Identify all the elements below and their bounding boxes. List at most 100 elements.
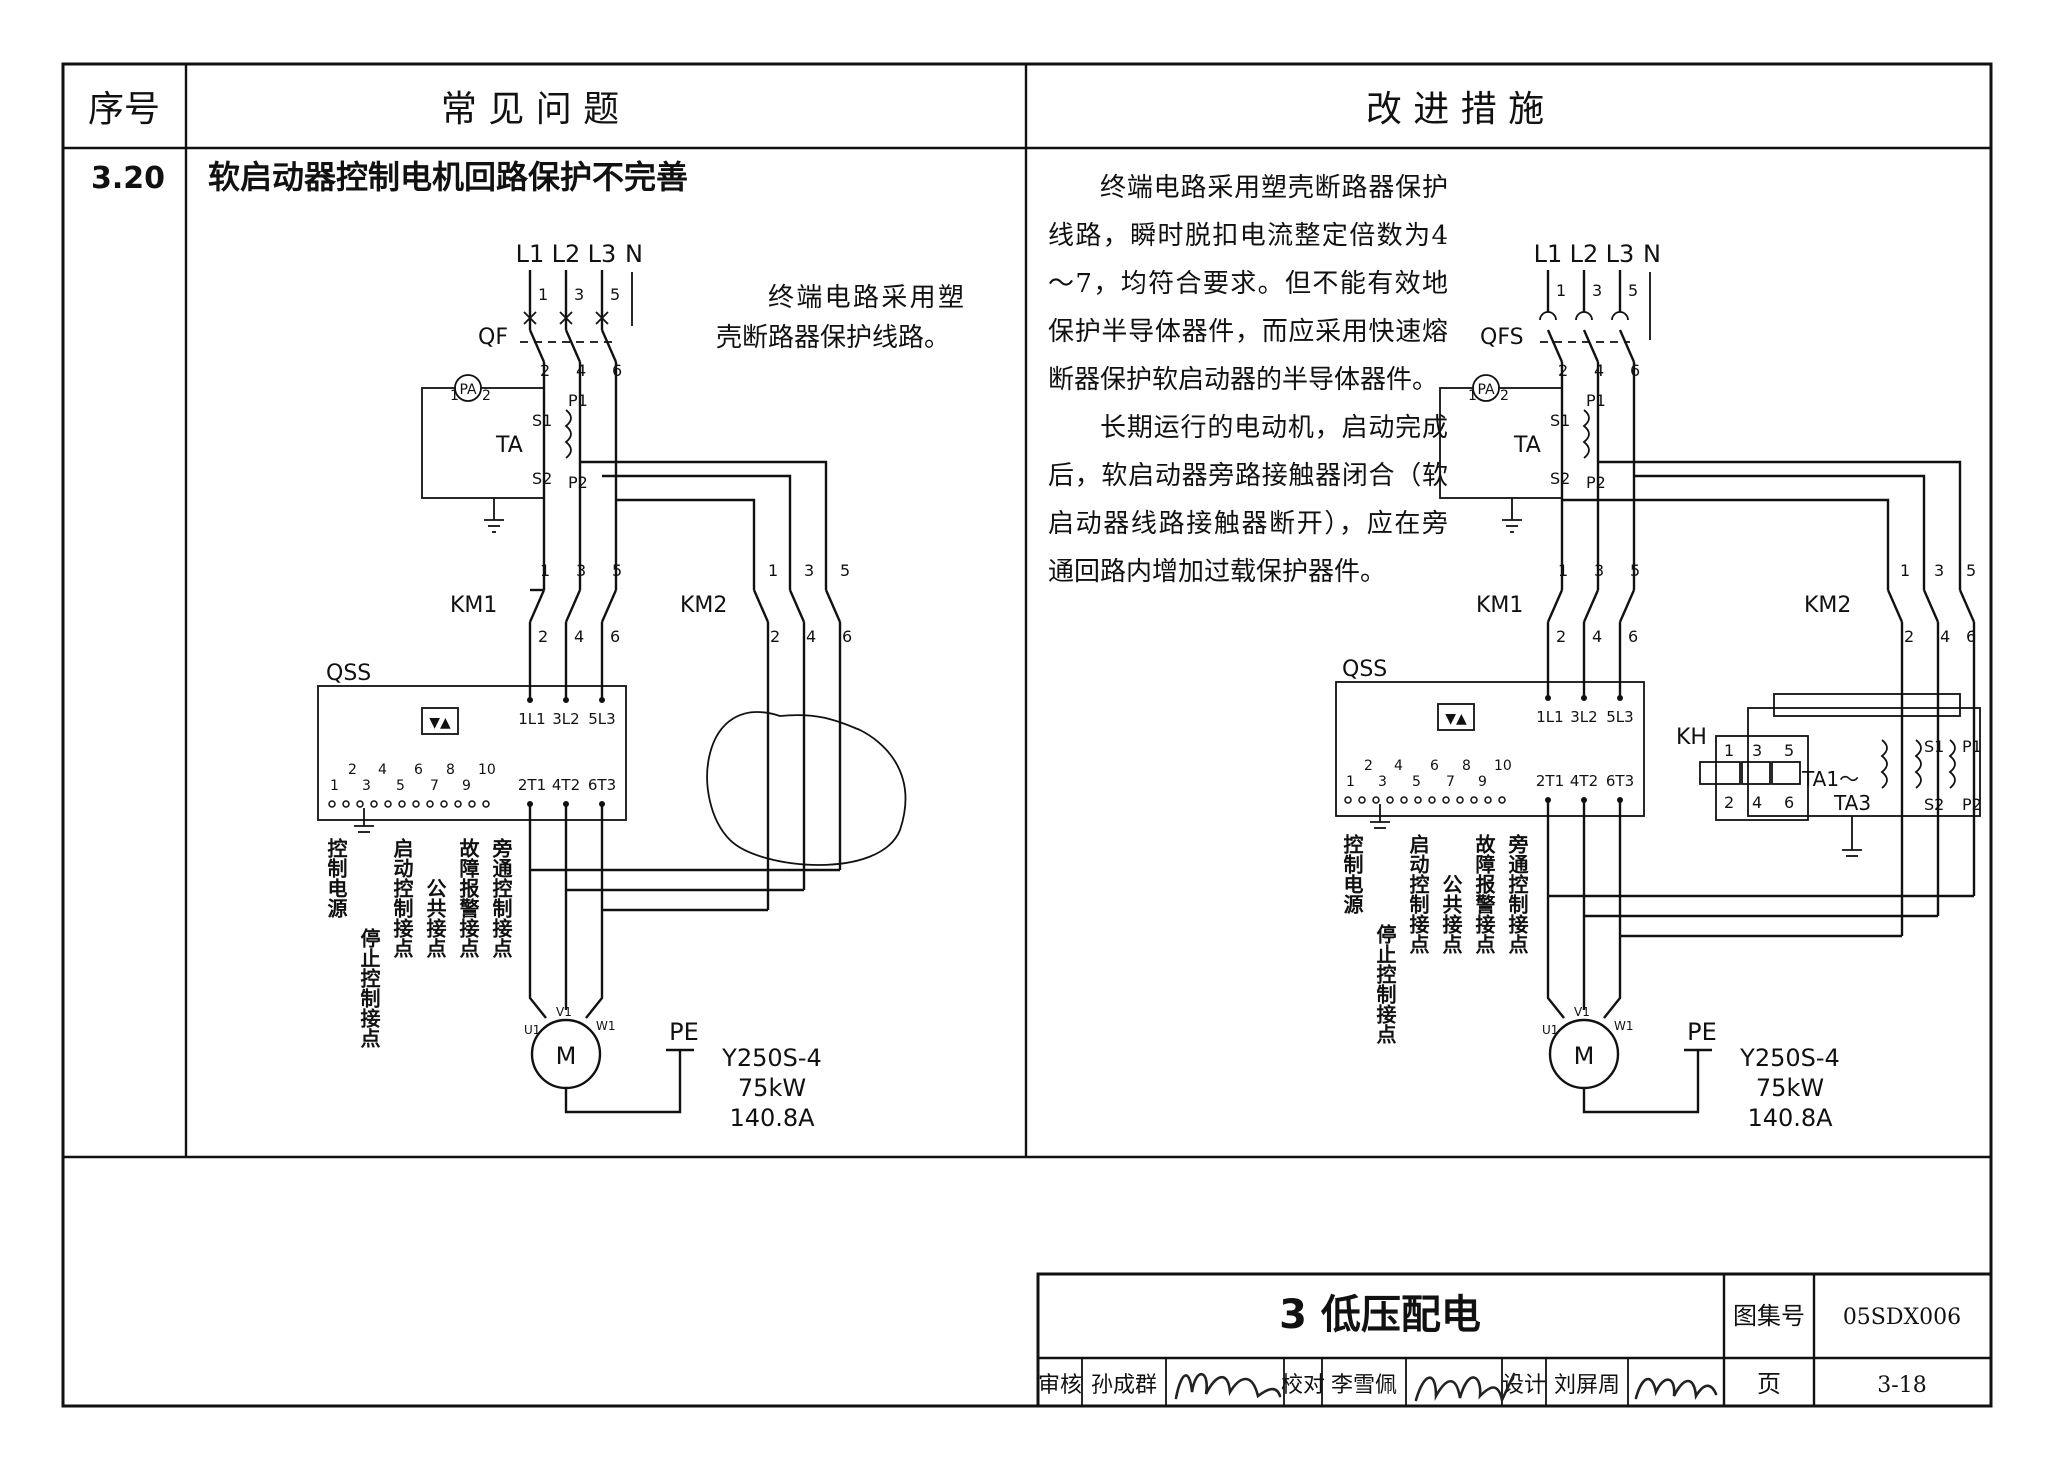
row-title: 软启动器控制电机回路保护不完善 — [208, 158, 688, 196]
header-improvement: 改 进 措 施 — [1366, 89, 1544, 130]
svg-text:9: 9 — [1478, 774, 1487, 790]
phase-l2: L2 — [552, 240, 581, 268]
svg-text:5: 5 — [1628, 281, 1638, 300]
header-problem: 常 见 问 题 — [441, 89, 619, 130]
svg-text:3L2: 3L2 — [1570, 708, 1597, 726]
ammeter-pa: PA — [459, 382, 477, 398]
ct-group-label: TA1～ — [1801, 767, 1859, 791]
svg-text:3: 3 — [1378, 774, 1387, 790]
svg-text:Y250S-4: Y250S-4 — [1739, 1044, 1840, 1072]
phase-l1: L1 — [516, 240, 545, 268]
svg-text:5: 5 — [1966, 561, 1976, 580]
contactor-km1-poles — [528, 588, 618, 700]
svg-text:P2: P2 — [1962, 795, 1982, 814]
motor-power: 75kW — [738, 1074, 806, 1102]
svg-text:4: 4 — [576, 361, 586, 380]
svg-text:6: 6 — [842, 627, 852, 646]
svg-text:5L3: 5L3 — [1606, 708, 1633, 726]
svg-text:2: 2 — [348, 762, 357, 778]
svg-text:S1: S1 — [1550, 411, 1570, 430]
svg-text:5: 5 — [610, 285, 620, 304]
svg-text:3: 3 — [1934, 561, 1944, 580]
improvement-text: 终端电路采用塑壳断路器保护线路，瞬时脱扣电流整定倍数为4～7，均符合要求。但不能… — [1048, 164, 1448, 596]
svg-text:4: 4 — [1752, 793, 1762, 812]
motor-current: 140.8A — [729, 1104, 815, 1132]
svg-text:3: 3 — [574, 285, 584, 304]
svg-text:2: 2 — [482, 388, 491, 404]
svg-text:1: 1 — [1900, 561, 1910, 580]
svg-text:4: 4 — [1940, 627, 1950, 646]
svg-text:1: 1 — [540, 561, 550, 580]
svg-text:L1: L1 — [1534, 240, 1563, 268]
control-labels-right: 控制电源 停止控制接点 启动控制接点 公共接点 故障报警接点 旁通控制接点 — [1340, 834, 1529, 1044]
svg-text:P1: P1 — [568, 391, 588, 410]
svg-text:5: 5 — [1412, 774, 1421, 790]
svg-text:6T3: 6T3 — [588, 776, 616, 794]
review-name: 孙成群 — [1091, 1373, 1157, 1398]
svg-text:P1: P1 — [1586, 391, 1606, 410]
svg-text:2T1: 2T1 — [518, 776, 546, 794]
svg-text:N: N — [1643, 240, 1661, 268]
row-number: 3.20 — [91, 161, 165, 196]
svg-text:P2: P2 — [568, 473, 588, 492]
svg-text:6: 6 — [1430, 758, 1439, 774]
svg-text:3L2: 3L2 — [552, 710, 579, 728]
svg-text:S1: S1 — [1924, 737, 1944, 756]
svg-text:4: 4 — [574, 627, 584, 646]
contactor-km1-label: KM1 — [450, 593, 497, 618]
breaker-qf-poles — [520, 270, 618, 590]
review-label: 审核 — [1038, 1373, 1082, 1398]
svg-text:5: 5 — [840, 561, 850, 580]
motor-model: Y250S-4 — [721, 1044, 822, 1072]
svg-text:L3: L3 — [1606, 240, 1635, 268]
svg-text:6: 6 — [1628, 627, 1638, 646]
control-terminal-dots — [328, 800, 490, 808]
atlas-number: 05SDX006 — [1843, 1305, 1961, 1330]
svg-text:PA: PA — [1477, 382, 1495, 398]
svg-text:U1: U1 — [524, 1023, 540, 1037]
svg-text:V1: V1 — [1574, 1005, 1590, 1019]
pe-label: PE — [669, 1018, 699, 1046]
page-number: 3-18 — [1877, 1373, 1926, 1398]
svg-text:1: 1 — [538, 285, 548, 304]
svg-text:1: 1 — [450, 388, 459, 404]
svg-text:2: 2 — [1724, 793, 1734, 812]
svg-text:4: 4 — [1594, 361, 1604, 380]
svg-text:5: 5 — [1784, 741, 1794, 760]
svg-text:U1: U1 — [1542, 1023, 1558, 1037]
design-name: 刘屏周 — [1554, 1373, 1620, 1398]
svg-text:3: 3 — [804, 561, 814, 580]
thermal-relay-kh-label: KH — [1676, 725, 1707, 750]
svg-text:1L1: 1L1 — [518, 710, 545, 728]
svg-text:6T3: 6T3 — [1606, 772, 1634, 790]
svg-text:KM2: KM2 — [1804, 593, 1851, 618]
svg-text:3: 3 — [1594, 561, 1604, 580]
svg-text:4: 4 — [1394, 758, 1403, 774]
svg-text:4T2: 4T2 — [552, 776, 580, 794]
svg-text:140.8A: 140.8A — [1747, 1104, 1833, 1132]
svg-text:P2: P2 — [1586, 473, 1606, 492]
svg-text:4T2: 4T2 — [1570, 772, 1598, 790]
svg-text:2: 2 — [1500, 388, 1509, 404]
page-label: 页 — [1757, 1370, 1781, 1398]
improvement-paragraph-1: 终端电路采用塑壳断路器保护线路，瞬时脱扣电流整定倍数为4～7，均符合要求。但不能… — [1048, 173, 1448, 395]
svg-text:2: 2 — [1904, 627, 1914, 646]
svg-text:4: 4 — [378, 762, 387, 778]
signature-marks — [1174, 1372, 1718, 1405]
left-circuit-diagram: L1 L2 L3 N QF 1 3 5 2 4 6 PA — [317, 240, 907, 1132]
chapter-title: 3 低压配电 — [1279, 1292, 1481, 1338]
svg-text:1: 1 — [1556, 281, 1566, 300]
svg-text:3: 3 — [1752, 741, 1762, 760]
svg-text:QSS: QSS — [1342, 657, 1387, 682]
svg-text:S2: S2 — [1550, 469, 1570, 488]
svg-text:1: 1 — [1468, 388, 1477, 404]
svg-text:6: 6 — [414, 762, 423, 778]
contactor-km2-label: KM2 — [680, 593, 727, 618]
svg-text:▼▲: ▼▲ — [429, 715, 451, 731]
table-frame — [61, 62, 1993, 1408]
svg-text:2: 2 — [1364, 758, 1373, 774]
svg-text:S1: S1 — [532, 411, 552, 430]
svg-text:M: M — [1574, 1042, 1595, 1070]
breaker-qf-label: QF — [478, 325, 508, 350]
left-note: 终端电路采用塑壳断路器保护线路。 — [716, 283, 964, 353]
